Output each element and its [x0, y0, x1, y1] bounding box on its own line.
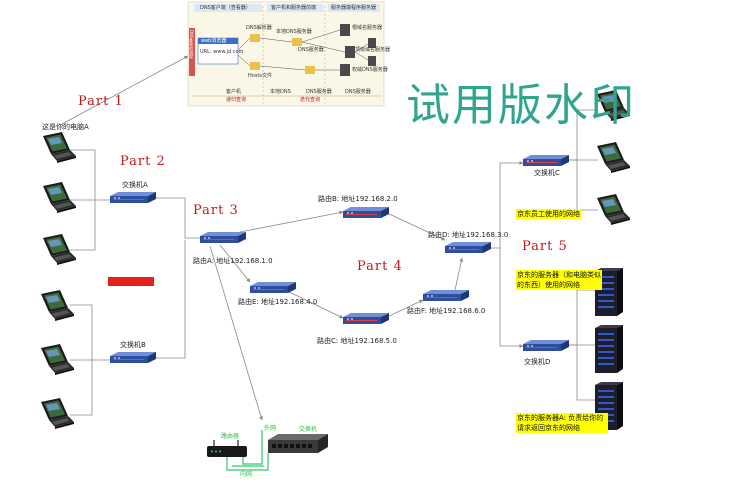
- inset-foot-5: 迭代查询: [300, 97, 321, 103]
- jd-server-a-note: 京东的服务器A: 负责给你的请求返回京东的网络: [516, 413, 608, 433]
- inset-foot-4: 递归查询: [226, 97, 247, 103]
- inset-row-6: 顶级域名服务器: [355, 47, 391, 53]
- inset-row-3: DNS服务器: [298, 47, 324, 53]
- router-b-label: 路由B: 地址192.168.2.0: [318, 195, 398, 203]
- router-c-icon: [342, 312, 390, 325]
- laptop-icon: [43, 182, 76, 213]
- part-3-heading: Part 3: [193, 203, 239, 218]
- pc-a-label: 这是你的电脑A: [42, 123, 89, 131]
- inset-foot-1: 客户机: [226, 89, 242, 95]
- server-icon: [595, 325, 623, 373]
- home-switch-label: 交换机: [299, 426, 318, 433]
- lan-note: 这是你的局域网: [108, 277, 155, 286]
- part-5-heading: Part 5: [522, 239, 568, 254]
- laptop-icon: [43, 234, 76, 265]
- router-a-icon: [199, 231, 247, 244]
- inset-row-2: 本地DNS服务器: [276, 29, 312, 35]
- inset-row-5: 根域名服务器: [352, 25, 383, 31]
- inset-foot-3: DNS服务器: [306, 89, 332, 95]
- switch-d-label: 交换机D: [524, 358, 551, 366]
- home-lan-label: 内网: [240, 471, 253, 478]
- laptop-icon: [597, 142, 630, 173]
- router-d-icon: [444, 241, 492, 254]
- inset-side-tag: DNS查询的流程: [189, 30, 194, 59]
- switch-b-label: 交换机B: [120, 341, 146, 349]
- router-c-label: 路由C: 地址192.168.5.0: [317, 337, 397, 345]
- jd-staff-network-note: 京东员工使用的网络: [516, 209, 581, 219]
- inset-row-7: 权威DNS服务器: [352, 67, 388, 73]
- inset-foot-2: 本地DNS: [270, 89, 291, 95]
- router-d-label: 路由D: 地址192.168.3.0: [428, 231, 509, 239]
- home-router-icon: [207, 440, 247, 457]
- router-f-label: 路由F: 地址192.168.6.0: [407, 307, 486, 315]
- inset-foot-6: DNS服务器: [345, 89, 371, 95]
- laptop-icon: [41, 344, 74, 375]
- inset-row-4: Hosts文件: [248, 73, 272, 79]
- router-e-label: 路由E: 地址192.168.4.0: [238, 298, 318, 306]
- part-2-heading: Part 2: [120, 154, 166, 169]
- switch-a-label: 交换机A: [122, 181, 148, 189]
- laptop-icon: [43, 132, 76, 163]
- laptop-icon: [597, 194, 630, 225]
- home-wan-label: 外网: [264, 425, 277, 432]
- router-e-icon: [249, 281, 297, 294]
- inset-row-1: DNS解析器: [246, 25, 272, 31]
- inset-header-2: 客户机和服务器前端: [271, 5, 317, 11]
- router-f-icon: [422, 289, 470, 302]
- part-1-heading: Part 1: [78, 94, 124, 109]
- switch-d-icon: [522, 339, 570, 352]
- switch-c-label: 交换机C: [534, 169, 560, 177]
- home-router-label: 路由器: [221, 433, 240, 440]
- switch-b-icon: [109, 351, 157, 364]
- laptop-icon: [41, 398, 74, 429]
- home-switch-icon: [268, 434, 328, 453]
- home-cables: [226, 430, 269, 471]
- switch-c-icon: [522, 154, 570, 167]
- part-4-heading: Part 4: [357, 259, 403, 274]
- inset-browser-url: URL: www.jd.com: [200, 49, 244, 55]
- dns-inset: [187, 1, 385, 107]
- inset-header-3: 服务器端程序服务器: [331, 5, 377, 11]
- trial-watermark: 试用版水印: [406, 80, 636, 131]
- inset-header-1: DNS客户端（查看器）: [200, 5, 251, 11]
- laptop-icon: [41, 290, 74, 321]
- router-a-label: 路由A: 地址192.168.1.0: [193, 257, 273, 265]
- inset-browser-title: web浏览器: [201, 38, 227, 44]
- router-b-icon: [342, 206, 390, 219]
- jd-server-network-note: 京东的服务器（和电脑类似的东西）使用的网络: [516, 270, 602, 290]
- switch-a-icon: [109, 191, 157, 204]
